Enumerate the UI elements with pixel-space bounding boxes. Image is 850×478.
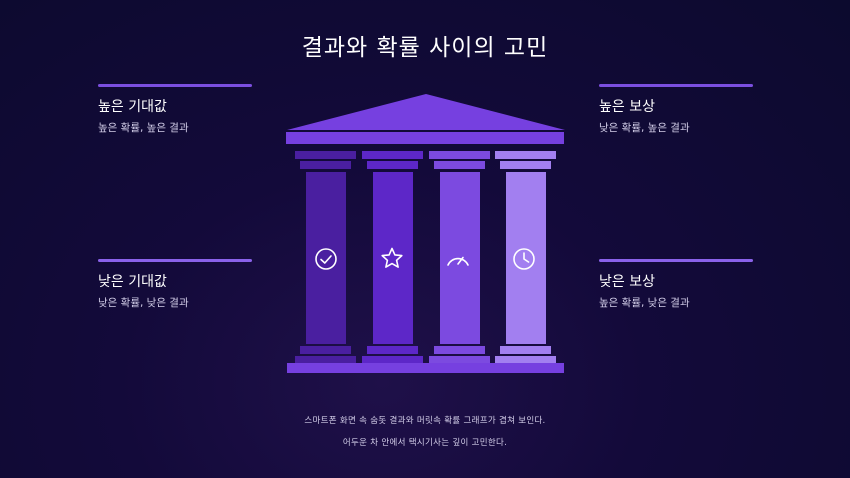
star-icon xyxy=(381,247,403,268)
temple-base xyxy=(287,363,564,373)
card-high-expected-value: 높은 기대값 높은 확률, 높은 결과 xyxy=(98,84,252,135)
pillar-2 xyxy=(362,151,423,364)
page-title: 결과와 확률 사이의 고민 xyxy=(301,35,549,61)
card-subtitle: 높은 확률, 낮은 결과 xyxy=(599,297,690,309)
card-accent-bar xyxy=(599,259,753,262)
temple-entablature xyxy=(286,132,564,144)
card-heading: 높은 기대값 xyxy=(98,99,167,115)
card-subtitle: 낮은 확률, 낮은 결과 xyxy=(98,297,189,309)
card-low-expected-value: 낮은 기대값 낮은 확률, 낮은 결과 xyxy=(98,259,252,310)
caption-line-1: 스마트폰 화면 속 숨돗 결과와 머릿속 확률 그래프가 겹쳐 보인다. xyxy=(304,416,546,426)
temple-roof xyxy=(287,94,565,130)
card-heading: 높은 보상 xyxy=(599,99,655,115)
pillar-1 xyxy=(295,151,356,364)
card-accent-bar xyxy=(599,84,753,87)
card-accent-bar xyxy=(98,259,252,262)
card-high-reward: 높은 보상 낮은 확률, 높은 결과 xyxy=(599,84,753,135)
card-subtitle: 높은 확률, 높은 결과 xyxy=(98,122,189,134)
caption-line-2: 어두운 차 안에서 택시기사는 깊이 고민한다. xyxy=(342,438,508,448)
card-heading: 낮은 보상 xyxy=(599,274,655,290)
card-accent-bar xyxy=(98,84,252,87)
card-heading: 낮은 기대값 xyxy=(98,274,167,290)
card-low-reward: 낮은 보상 높은 확률, 낮은 결과 xyxy=(599,259,753,310)
pillar-3 xyxy=(429,151,490,364)
check-circle-icon xyxy=(315,248,337,270)
gauge-icon xyxy=(447,256,469,266)
pillar-4 xyxy=(495,151,556,364)
card-subtitle: 낮은 확률, 높은 결과 xyxy=(599,122,690,134)
clock-icon xyxy=(513,248,535,270)
